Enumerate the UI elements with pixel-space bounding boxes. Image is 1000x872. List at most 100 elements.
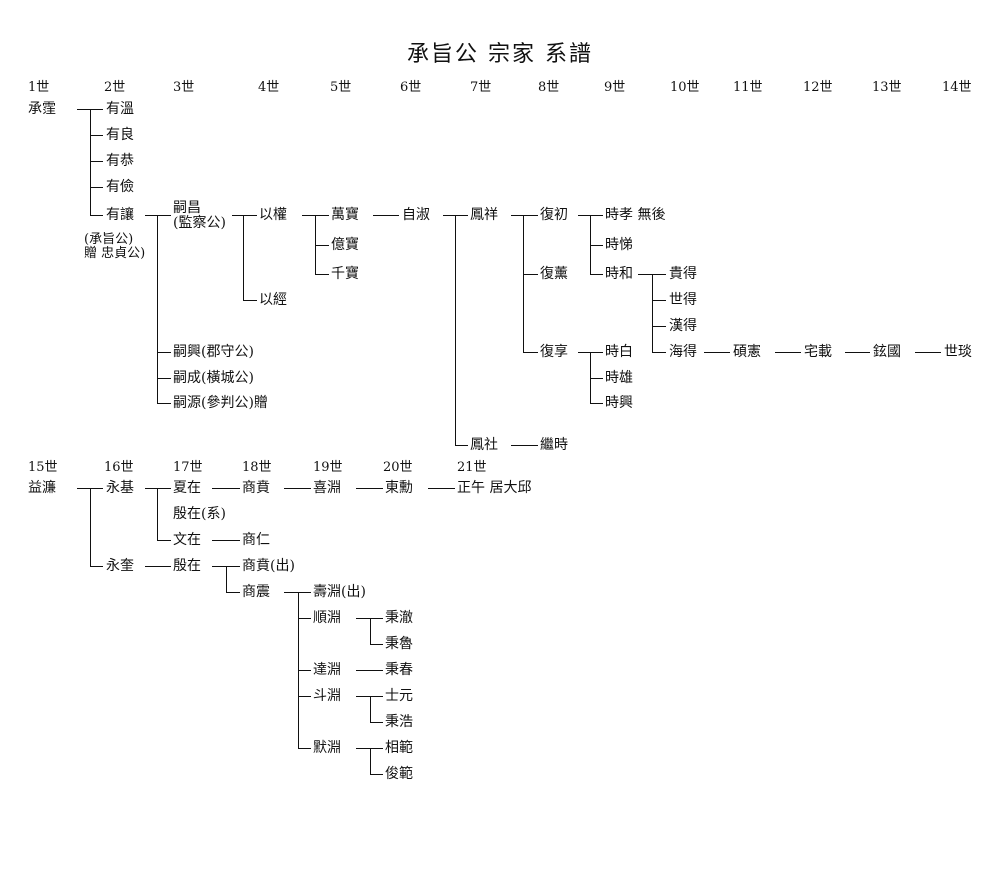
connector-line bbox=[90, 187, 103, 188]
connector-line bbox=[578, 352, 590, 353]
person-name: 俊範 bbox=[385, 766, 413, 782]
connector-line bbox=[90, 488, 91, 566]
generation-label: 10世 bbox=[670, 80, 700, 95]
connector-line bbox=[212, 540, 240, 541]
person-name: 以經 bbox=[259, 292, 287, 308]
connector-line bbox=[370, 748, 371, 774]
person-name: 復薰 bbox=[540, 266, 568, 282]
connector-line bbox=[370, 696, 371, 722]
person-name: 復享 bbox=[540, 344, 568, 360]
connector-line bbox=[523, 215, 538, 216]
page-title: 承旨公 宗家 系譜 bbox=[407, 42, 593, 67]
connector-line bbox=[90, 566, 103, 567]
generation-label: 1世 bbox=[28, 80, 50, 95]
connector-line bbox=[845, 352, 870, 353]
connector-line bbox=[652, 300, 666, 301]
connector-line bbox=[226, 566, 240, 567]
person-name: 有良 bbox=[106, 127, 134, 143]
person-note: (承旨公) bbox=[84, 232, 134, 247]
person-note: (監察公) bbox=[173, 215, 226, 231]
connector-line bbox=[370, 748, 383, 749]
person-name: 宅載 bbox=[804, 344, 832, 360]
connector-line bbox=[90, 135, 103, 136]
connector-line bbox=[77, 109, 90, 110]
person-name: 喜淵 bbox=[313, 480, 341, 496]
connector-line bbox=[90, 109, 91, 215]
person-name: 秉春 bbox=[385, 662, 413, 678]
person-name: 漢得 bbox=[669, 318, 697, 334]
connector-line bbox=[455, 215, 468, 216]
connector-line bbox=[370, 618, 383, 619]
person-name: 東勳 bbox=[385, 480, 413, 496]
connector-line bbox=[77, 488, 90, 489]
generation-label: 6世 bbox=[400, 80, 422, 95]
generation-label: 18世 bbox=[242, 460, 272, 475]
connector-line bbox=[212, 488, 240, 489]
connector-line bbox=[370, 618, 371, 644]
connector-line bbox=[284, 488, 311, 489]
person-name: 殷在 bbox=[173, 558, 201, 574]
person-name: 貴得 bbox=[669, 266, 697, 282]
generation-label: 8世 bbox=[538, 80, 560, 95]
connector-line bbox=[356, 696, 370, 697]
person-name: 世琰 bbox=[944, 344, 972, 360]
person-name: 商賁 bbox=[242, 480, 270, 496]
generation-label: 20世 bbox=[383, 460, 413, 475]
connector-line bbox=[298, 696, 311, 697]
connector-line bbox=[212, 566, 226, 567]
person-name: 壽淵(出) bbox=[313, 584, 366, 600]
connector-line bbox=[652, 274, 666, 275]
connector-line bbox=[370, 696, 383, 697]
connector-line bbox=[315, 215, 316, 274]
connector-line bbox=[90, 215, 103, 216]
person-name: 自淑 bbox=[402, 207, 430, 223]
person-name: 有恭 bbox=[106, 153, 134, 169]
connector-line bbox=[590, 274, 603, 275]
connector-line bbox=[775, 352, 801, 353]
person-name: 士元 bbox=[385, 688, 413, 704]
person-name: 千寶 bbox=[331, 266, 359, 282]
connector-line bbox=[356, 748, 370, 749]
generation-label: 19世 bbox=[313, 460, 343, 475]
person-name: 商賁(出) bbox=[242, 558, 295, 574]
person-name: 嗣興(郡守公) bbox=[173, 344, 254, 360]
connector-line bbox=[590, 245, 603, 246]
person-name: 億寶 bbox=[331, 237, 359, 253]
person-name: 時興 bbox=[605, 395, 633, 411]
connector-line bbox=[652, 352, 666, 353]
person-name: 夏在 bbox=[173, 480, 201, 496]
connector-line bbox=[145, 488, 157, 489]
connector-line bbox=[315, 245, 329, 246]
connector-line bbox=[226, 566, 227, 592]
connector-line bbox=[298, 592, 311, 593]
person-name: 永基 bbox=[106, 480, 134, 496]
connector-line bbox=[455, 215, 456, 445]
person-name: 時雄 bbox=[605, 370, 633, 386]
person-name: 鉉國 bbox=[873, 344, 901, 360]
generation-label: 14世 bbox=[942, 80, 972, 95]
connector-line bbox=[370, 644, 383, 645]
person-name: 嗣成(橫城公) bbox=[173, 370, 254, 386]
person-name: 以權 bbox=[259, 207, 287, 223]
generation-label: 5世 bbox=[330, 80, 352, 95]
connector-line bbox=[578, 215, 590, 216]
connector-line bbox=[157, 352, 171, 353]
generation-label: 2世 bbox=[104, 80, 126, 95]
person-name: 順淵 bbox=[313, 610, 341, 626]
connector-line bbox=[652, 326, 666, 327]
connector-line bbox=[523, 274, 538, 275]
connector-line bbox=[590, 215, 591, 274]
connector-line bbox=[523, 215, 524, 352]
person-name: 殷在(系) bbox=[173, 506, 226, 522]
person-name: 碩憲 bbox=[733, 344, 761, 360]
connector-line bbox=[157, 488, 171, 489]
person-name: 秉浩 bbox=[385, 714, 413, 730]
person-name: 時白 bbox=[605, 344, 633, 360]
connector-line bbox=[356, 670, 383, 671]
connector-line bbox=[232, 215, 243, 216]
connector-line bbox=[298, 748, 311, 749]
generation-label: 9世 bbox=[604, 80, 626, 95]
connector-line bbox=[370, 722, 383, 723]
connector-line bbox=[915, 352, 941, 353]
